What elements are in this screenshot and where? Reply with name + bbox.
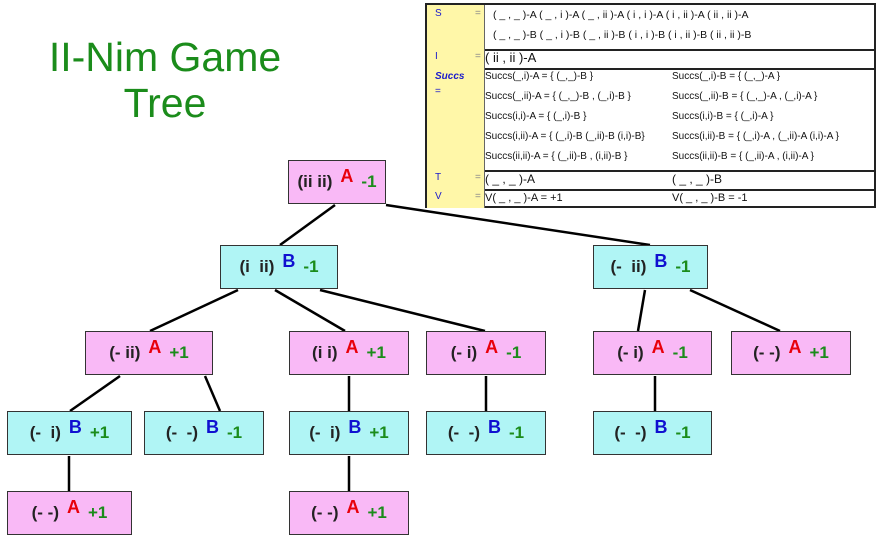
tree-node: (- i) B +1 [7, 411, 132, 455]
node-state: (- i) [29, 423, 61, 442]
tree-node: (- -) B -1 [426, 411, 546, 455]
node-state: (- i) [617, 343, 644, 362]
node-state: (- -) [447, 423, 480, 442]
succs-left: Succs(i,ii)-A = { (_,i)-B (_,ii)-B (i,i)… [485, 131, 645, 142]
node-player: B [654, 416, 668, 437]
node-player: A [485, 336, 499, 357]
node-value: -1 [506, 343, 522, 362]
row-label: Succs [435, 71, 465, 82]
definition-table: S = ( _ , _ )-A ( _ , i )-A ( _ , ii )-A … [425, 3, 876, 208]
succs-right: Succs(_,i)-B = { (_,_)-A } [672, 71, 781, 82]
node-state: (- ii) [610, 257, 647, 276]
tree-node: (- -) B -1 [593, 411, 712, 455]
node-player: B [348, 416, 362, 437]
tree-node: (i i) A +1 [289, 331, 409, 375]
states-a: ( _ , _ )-A ( _ , i )-A ( _ , ii )-A ( i… [493, 9, 749, 21]
node-player: A [651, 336, 665, 357]
node-state: (- i) [450, 343, 478, 362]
node-player: A [66, 496, 80, 517]
tree-node: (- -) A +1 [731, 331, 851, 375]
node-value: +1 [366, 343, 386, 362]
equals: = [475, 8, 481, 19]
node-value: -1 [672, 343, 688, 362]
node-player: A [345, 336, 359, 357]
equals: = [435, 86, 441, 97]
node-value: +1 [89, 423, 110, 442]
succs-right: Succs(ii,ii)-B = { (_,ii)-A , (i,ii)-A } [672, 151, 814, 162]
row-T: T = ( _ , _ )-A ( _ , _ )-B [427, 170, 874, 191]
node-state: (- -) [31, 503, 59, 522]
node-state: (i ii) [239, 257, 275, 276]
tree-node: (- ii) A +1 [85, 331, 213, 375]
node-player: A [340, 165, 354, 186]
node-state: (- ii) [109, 343, 141, 362]
node-player: B [654, 250, 668, 271]
node-value: -1 [675, 423, 691, 442]
states-b: ( _ , _ )-B ( _ , i )-B ( _ , ii )-B ( i… [493, 29, 752, 41]
node-player: B [487, 416, 501, 437]
equals: = [475, 191, 481, 202]
node-value: +1 [369, 423, 389, 442]
succs-left: Succs(i,i)-A = { (_,i)-B } [485, 111, 587, 122]
succs-right: Succs(i,i)-B = { (_,i)-A } [672, 111, 774, 122]
node-state: (- -) [311, 503, 339, 522]
initial-state: ( ii , ii )-A [485, 50, 537, 65]
node-player: B [68, 416, 82, 437]
value-b: V( _ , _ )-B = -1 [672, 192, 748, 204]
row-S: S = ( _ , _ )-A ( _ , i )-A ( _ , ii )-A … [427, 5, 874, 51]
row-label: S [435, 8, 442, 19]
row-Succs: Succs = Succs(_,i)-A = { (_,_)-B } Succs(_… [427, 68, 874, 172]
equals: = [475, 51, 481, 62]
succs-right: Succs(i,ii)-B = { (_,i)-A , (_,ii)-A (i,… [672, 131, 839, 142]
node-state: (- -) [753, 343, 781, 362]
node-state: (ii ii) [297, 172, 333, 191]
terminal-a: ( _ , _ )-A [485, 172, 536, 186]
succs-left: Succs(_,ii)-A = { (_,_)-B , (_,i)-B } [485, 91, 631, 102]
tree-node: (- ii) B -1 [593, 245, 708, 289]
node-value: -1 [226, 423, 243, 442]
node-player: A [788, 336, 802, 357]
node-value: +1 [809, 343, 829, 362]
value-a: V( _ , _ )-A = +1 [485, 192, 563, 204]
node-state: (- i) [309, 423, 341, 442]
node-value: +1 [367, 503, 387, 522]
node-state: (- -) [165, 423, 198, 442]
node-player: A [346, 496, 360, 517]
row-I: I = ( ii , ii )-A [427, 49, 874, 70]
row-label: I [435, 51, 438, 62]
tree-node: (- -) A +1 [7, 491, 132, 535]
tree-node: (- -) A +1 [289, 491, 409, 535]
node-value: -1 [361, 172, 377, 191]
node-value: -1 [675, 257, 691, 276]
node-value: -1 [303, 257, 319, 276]
node-value: +1 [169, 343, 189, 362]
row-label: T [435, 172, 442, 183]
diagram-title: II-Nim Game Tree [48, 34, 282, 126]
succs-left: Succs(_,i)-A = { (_,_)-B } [485, 71, 594, 82]
row-label: V [435, 191, 442, 202]
node-player: B [282, 250, 296, 271]
node-state: (- -) [614, 423, 647, 442]
node-player: A [148, 336, 162, 357]
row-V: V = V( _ , _ )-A = +1 V( _ , _ )-B = -1 [427, 189, 874, 208]
node-player: B [205, 416, 219, 437]
tree-node: (i ii) B -1 [220, 245, 338, 289]
tree-node: (ii ii) A -1 [288, 160, 386, 204]
tree-node: (- i) B +1 [289, 411, 409, 455]
succs-left: Succs(ii,ii)-A = { (_,ii)-B , (i,ii)-B } [485, 151, 628, 162]
node-value: -1 [508, 423, 525, 442]
tree-node: (- -) B -1 [144, 411, 264, 455]
succs-right: Succs(_,ii)-B = { (_,_)-A , (_,i)-A } [672, 91, 818, 102]
node-value: +1 [87, 503, 108, 522]
terminal-b: ( _ , _ )-B [672, 172, 723, 186]
tree-node: (- i) A -1 [593, 331, 712, 375]
tree-node: (- i) A -1 [426, 331, 546, 375]
equals: = [475, 172, 481, 183]
node-state: (i i) [312, 343, 338, 362]
